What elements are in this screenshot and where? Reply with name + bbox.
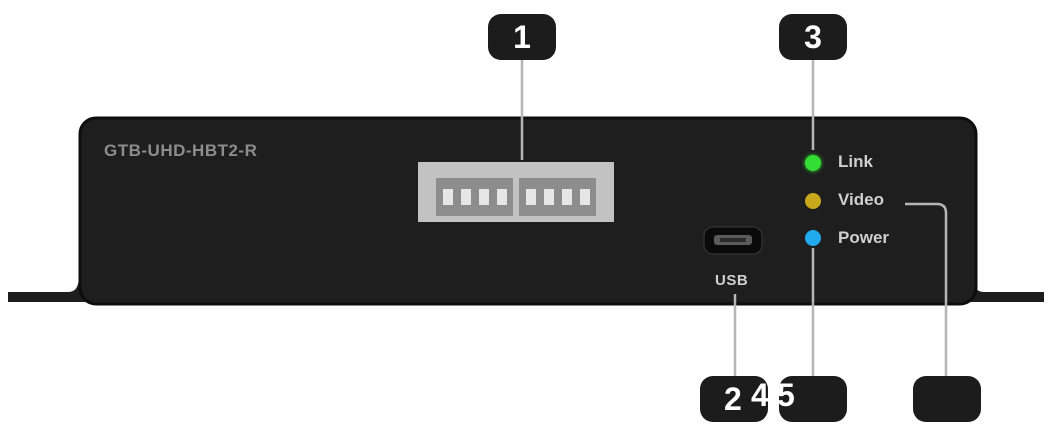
usb-port (703, 226, 763, 255)
left-mounting-flange (8, 270, 92, 302)
link-led-label: Link (838, 152, 873, 171)
stray-digit-4: 4 (751, 377, 769, 413)
dip-switch-block (418, 162, 614, 222)
video-led-label: Video (838, 190, 884, 209)
device-model-label: GTB-UHD-HBT2-R (104, 141, 258, 160)
power-led-label: Power (838, 228, 890, 247)
power-led (805, 230, 821, 246)
right-mounting-flange (958, 270, 1044, 302)
callout-video (913, 376, 981, 422)
leader-line-video (905, 202, 948, 378)
callout-3: 3 (779, 14, 847, 60)
video-led (805, 193, 821, 209)
callout-1: 1 (488, 14, 556, 60)
usb-port-label: USB (715, 272, 749, 289)
link-led (805, 155, 821, 171)
callout-power (779, 376, 847, 422)
stray-digit-5: 5 (777, 377, 795, 413)
callout-2: 2 (700, 376, 768, 422)
